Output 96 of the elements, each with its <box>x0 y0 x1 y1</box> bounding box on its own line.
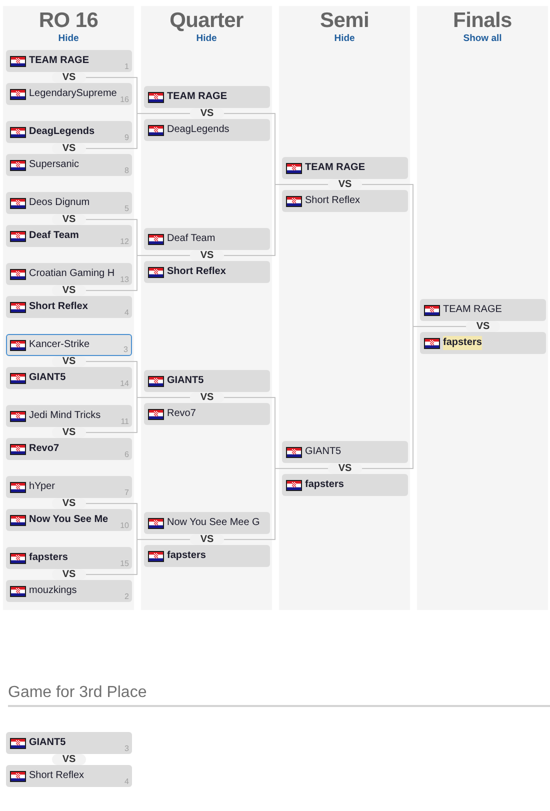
team-card <box>6 225 132 247</box>
seed-number: 11 <box>120 417 129 426</box>
column-panel <box>279 6 410 610</box>
seed-number: 5 <box>124 204 129 213</box>
team-name: TEAM RAGE <box>305 161 365 175</box>
team-card <box>6 438 132 460</box>
team-name: Short Reflex <box>29 769 84 783</box>
team-name: Revo7 <box>29 442 60 456</box>
team-name: Now You See Me <box>29 513 108 527</box>
team-card <box>144 86 270 108</box>
team-card <box>6 765 132 787</box>
team-name: Kancer-Strike <box>29 338 90 352</box>
team-name: Supersanic <box>29 158 80 172</box>
team-name: mouzkings <box>29 584 77 598</box>
team-name: fapsters <box>29 551 68 565</box>
seed-number: 14 <box>120 379 129 388</box>
team-card <box>144 261 270 283</box>
team-card <box>6 50 132 72</box>
seed-number: 8 <box>124 166 129 175</box>
hide-link: Hide <box>334 33 355 44</box>
seed-number: 1 <box>124 62 129 71</box>
team-card <box>6 334 132 356</box>
team-card <box>6 732 132 754</box>
team-name: Now You See Mee G <box>167 516 260 530</box>
team-name: LegendarySupreme <box>29 87 117 101</box>
team-card <box>144 119 270 141</box>
team-name: TEAM RAGE <box>29 54 89 68</box>
team-card <box>6 263 132 285</box>
team-card <box>6 83 132 105</box>
team-card <box>144 403 270 425</box>
team-name: GIANT5 <box>29 371 66 385</box>
team-name: TEAM RAGE <box>443 303 502 317</box>
hide-link: Hide <box>58 33 79 44</box>
team-card <box>144 370 270 392</box>
team-name: Short Reflex <box>167 265 226 279</box>
team-name: Short Reflex <box>305 194 360 208</box>
column-heading: Finals <box>453 10 512 32</box>
team-card <box>282 190 408 212</box>
team-card <box>6 367 132 389</box>
seed-number: 6 <box>124 450 129 459</box>
team-name: hYper <box>29 480 55 494</box>
team-card <box>6 121 132 143</box>
team-name: TEAM RAGE <box>167 90 227 104</box>
column-heading: RO 16 <box>38 10 98 32</box>
team-name: Deaf Team <box>29 229 79 243</box>
column-heading: Semi <box>320 10 369 32</box>
team-name: Revo7 <box>167 407 196 421</box>
team-name: GIANT5 <box>29 736 66 750</box>
team-name: Short Reflex <box>29 300 88 314</box>
column-heading: Quarter <box>170 10 244 32</box>
vs-pill: VS <box>52 754 86 765</box>
team-name: fapsters <box>305 478 344 492</box>
show-all-link: Show all <box>463 33 502 44</box>
team-name: DeagLegends <box>29 125 95 139</box>
team-card <box>144 545 270 567</box>
team-name: fapsters <box>167 549 206 563</box>
seed-number: 10 <box>120 521 129 530</box>
team-name: fapsters <box>443 336 482 350</box>
team-card <box>420 299 546 321</box>
seed-number: 3 <box>124 345 128 354</box>
team-name: Jedi Mind Tricks <box>29 409 101 423</box>
team-card <box>6 296 132 318</box>
seed-number: 9 <box>124 133 129 142</box>
team-card <box>144 228 270 250</box>
team-card <box>6 154 132 176</box>
seed-number: 7 <box>124 488 129 497</box>
column-panel <box>417 6 548 610</box>
team-name: Deos Dignum <box>29 196 90 210</box>
seed-number: 4 <box>124 777 129 786</box>
team-card <box>6 509 132 531</box>
column-panel <box>3 6 134 610</box>
team-card <box>6 547 132 569</box>
seed-number: 15 <box>120 559 129 568</box>
team-card <box>420 332 546 354</box>
team-name: Croatian Gaming H <box>29 267 115 281</box>
team-card <box>6 405 132 427</box>
hide-link: Hide <box>196 33 217 44</box>
team-card <box>6 476 132 498</box>
team-card <box>6 192 132 214</box>
team-card <box>282 157 408 179</box>
team-name: Deaf Team <box>167 232 216 246</box>
seed-number: 12 <box>120 237 129 246</box>
team-card <box>282 474 408 496</box>
seed-number: 13 <box>120 275 129 284</box>
team-card <box>282 441 408 463</box>
team-name: GIANT5 <box>167 374 204 388</box>
team-card <box>6 580 132 602</box>
team-card <box>144 512 270 534</box>
team-name: DeagLegends <box>167 123 230 137</box>
seed-number: 3 <box>124 744 129 753</box>
seed-number: 16 <box>120 95 129 104</box>
team-name: GIANT5 <box>305 445 342 459</box>
section-heading: Game for 3rd Place <box>8 684 147 702</box>
seed-number: 4 <box>124 308 129 317</box>
column-panel <box>141 6 272 610</box>
seed-number: 2 <box>124 592 129 601</box>
